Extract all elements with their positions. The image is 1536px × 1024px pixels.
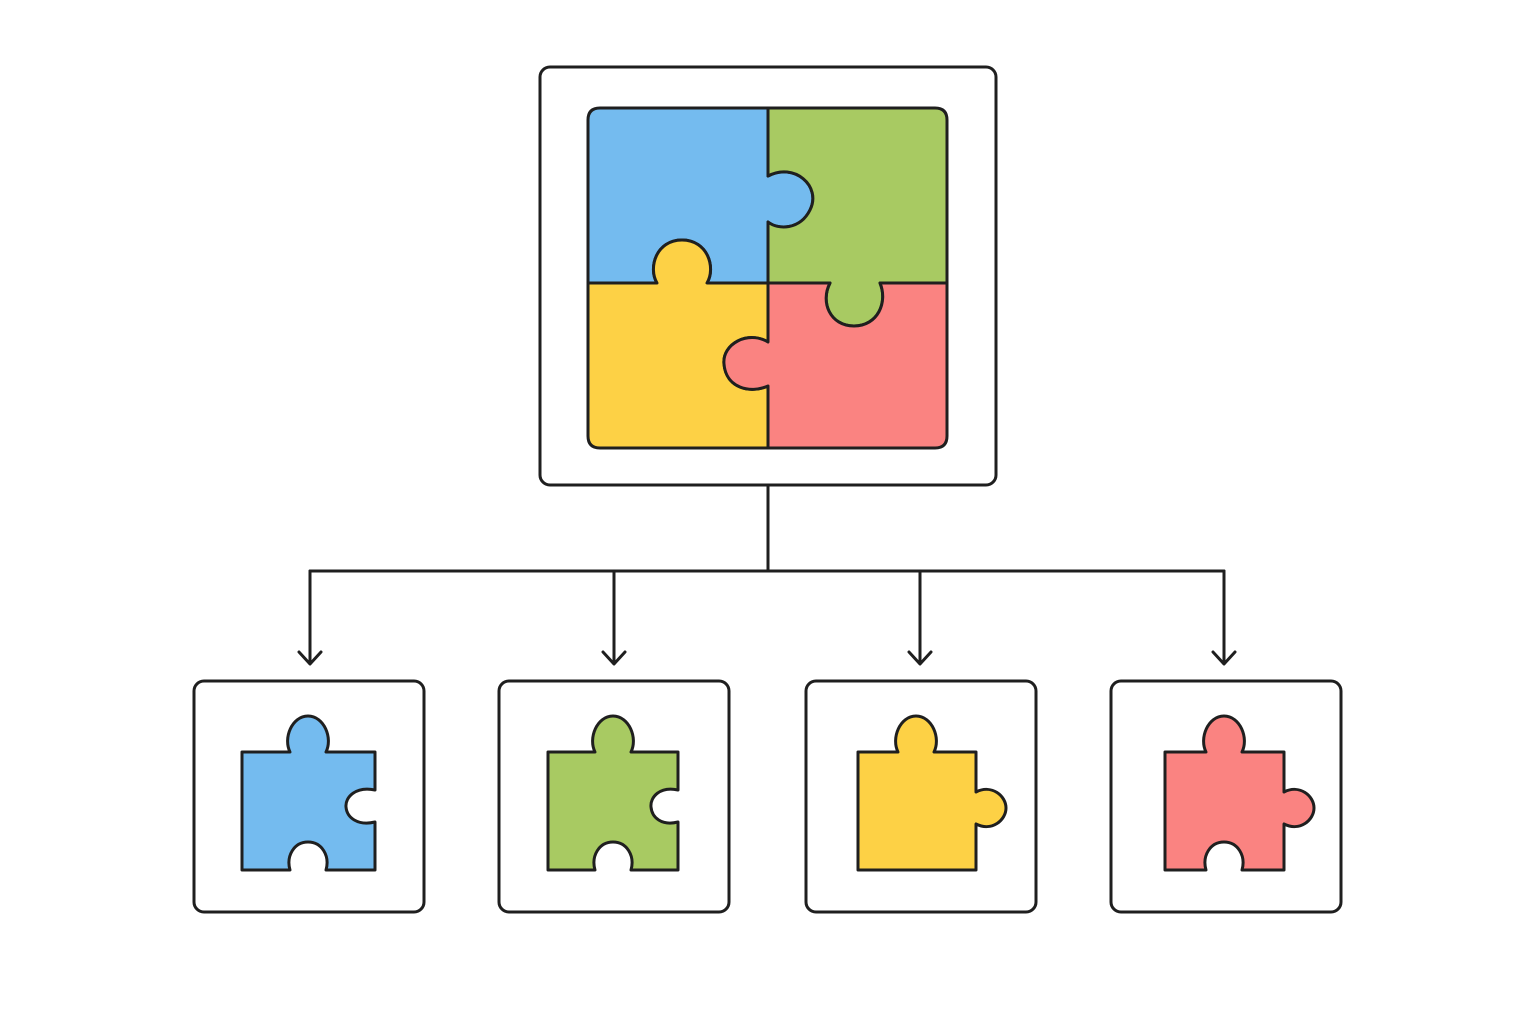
arrowhead-down-icon bbox=[601, 650, 627, 666]
puzzle-piece-green-icon bbox=[546, 714, 680, 872]
child-card-4 bbox=[1109, 679, 1343, 914]
assembled-puzzle-card bbox=[538, 65, 998, 487]
puzzle-piece-yellow-icon bbox=[856, 714, 1008, 872]
child-card-3 bbox=[804, 679, 1038, 914]
arrowhead-down-icon bbox=[1211, 650, 1237, 666]
arrowhead-down-icon bbox=[297, 650, 323, 666]
connector-tree bbox=[297, 483, 1237, 666]
child-card-2 bbox=[497, 679, 731, 914]
puzzle-piece-red-icon bbox=[722, 281, 949, 450]
puzzle-piece-blue-icon bbox=[240, 714, 377, 872]
arrowhead-down-icon bbox=[907, 650, 933, 666]
puzzle-piece-red-icon bbox=[1163, 714, 1316, 872]
child-card-1 bbox=[192, 679, 426, 914]
